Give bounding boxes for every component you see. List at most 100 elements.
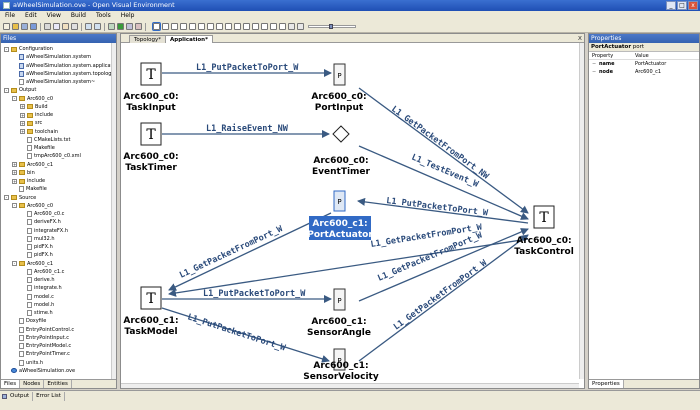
tree-item[interactable]: EntryPointTimer.c: [12, 350, 70, 358]
edge-line-e10[interactable]: [168, 238, 529, 297]
zoom-slider-thumb[interactable]: [329, 24, 333, 29]
property-row[interactable]: − name PortActuator: [589, 60, 699, 68]
tree-item[interactable]: +Build: [20, 103, 48, 111]
tree-item[interactable]: integrateFX.h: [20, 227, 68, 235]
expand-icon[interactable]: +: [12, 170, 17, 176]
redo-icon[interactable]: [94, 23, 101, 30]
collapse-icon[interactable]: -: [12, 203, 17, 209]
connection-tool-icon[interactable]: [252, 23, 259, 30]
canvas-horizontal-scrollbar[interactable]: [121, 383, 579, 388]
collapse-icon[interactable]: -: [4, 46, 9, 52]
zoom-in-icon[interactable]: [288, 23, 295, 30]
link-tool-icon[interactable]: [207, 23, 214, 30]
event-tool-icon[interactable]: [189, 23, 196, 30]
task-tool-icon[interactable]: [162, 23, 169, 30]
zoom-slider[interactable]: [308, 24, 356, 29]
node-sensor-angle[interactable]: P Arc600_c1: SensorAngle: [307, 288, 371, 338]
menu-file[interactable]: File: [5, 12, 16, 19]
tree-item[interactable]: model.h: [20, 301, 54, 309]
tab-topology[interactable]: Topology*: [129, 35, 167, 43]
port-tool-icon[interactable]: [171, 23, 178, 30]
select-tool-icon[interactable]: [152, 22, 161, 31]
tree-item[interactable]: aWheelSimulation.system~: [12, 78, 95, 86]
tree-item[interactable]: -Source: [4, 194, 36, 202]
node-task-input[interactable]: T Arc600_c0: TaskInput: [123, 62, 179, 113]
run-icon[interactable]: [117, 23, 124, 30]
resource-tool-icon[interactable]: [198, 23, 205, 30]
tree-item[interactable]: Doxyfile: [12, 317, 46, 325]
tree-item[interactable]: deriveFX.h: [20, 218, 61, 226]
canvas-vertical-scrollbar[interactable]: [579, 43, 584, 379]
tree-item[interactable]: +Arc600_c1: [12, 161, 53, 169]
edge-line-e5[interactable]: [357, 197, 529, 224]
grid-tool-icon[interactable]: [270, 23, 277, 30]
tree-item[interactable]: aWheelSimulation.system: [12, 53, 91, 61]
edge-line-e9[interactable]: [358, 234, 529, 362]
tree-item[interactable]: Arc600_c0.c: [20, 210, 64, 218]
copy-icon[interactable]: [53, 23, 60, 30]
expand-icon[interactable]: +: [20, 129, 25, 134]
edge-line-e6[interactable]: [168, 212, 332, 291]
maximize-button[interactable]: □: [677, 1, 687, 10]
property-value[interactable]: PortActuator: [635, 61, 667, 67]
collapse-icon[interactable]: -: [4, 195, 9, 200]
tree-item[interactable]: Arc600_c1.c: [20, 268, 64, 276]
tab-entities[interactable]: Entities: [44, 380, 72, 388]
tab-files[interactable]: Files: [1, 380, 21, 388]
debug-icon[interactable]: [126, 23, 133, 30]
collapse-icon[interactable]: -: [4, 87, 9, 93]
tree-item[interactable]: derive.h: [20, 276, 55, 284]
tree-item[interactable]: +include: [12, 177, 45, 185]
node-task-timer[interactable]: T Arc600_c0: TaskTimer: [123, 122, 179, 173]
edge-line-e4[interactable]: [358, 145, 529, 220]
save-all-icon[interactable]: [30, 23, 37, 30]
packet-tool-icon[interactable]: [225, 23, 232, 30]
stop-icon[interactable]: [135, 23, 142, 30]
tree-item[interactable]: aWheelSimulation.system.applicat...: [12, 62, 113, 70]
tree-item[interactable]: pidFX.h: [20, 251, 53, 259]
save-icon[interactable]: [21, 23, 28, 30]
tree-item[interactable]: EntryPointControl.c: [12, 326, 74, 334]
expand-icon[interactable]: +: [12, 162, 17, 167]
tree-item[interactable]: pidFX.h: [20, 243, 53, 251]
memory-tool-icon[interactable]: [234, 23, 241, 30]
property-value[interactable]: Arc600_c1: [635, 69, 662, 75]
paste-icon[interactable]: [62, 23, 69, 30]
menu-edit[interactable]: Edit: [25, 12, 37, 19]
tab-application[interactable]: Application*: [165, 35, 213, 43]
tab-error-list[interactable]: Error List: [33, 392, 65, 401]
tree-item[interactable]: +src: [20, 119, 42, 127]
collapse-icon[interactable]: -: [12, 96, 17, 101]
tree-item[interactable]: integrate.h: [20, 284, 62, 292]
node-task-model[interactable]: T Arc600_c1: TaskModel: [123, 286, 179, 337]
edge-line-e11[interactable]: [161, 307, 330, 363]
open-folder-icon[interactable]: [12, 23, 19, 30]
tree-item[interactable]: -Arc600_c1: [12, 260, 53, 268]
expand-icon[interactable]: +: [20, 112, 25, 118]
tree-item[interactable]: aWheelSimulation.system.topolog...: [12, 70, 113, 78]
node-port-actuator[interactable]: P Arc600_c1: PortActuator: [307, 190, 373, 240]
expand-icon[interactable]: +: [12, 178, 17, 184]
edge-line-e3[interactable]: [358, 87, 529, 214]
menu-build[interactable]: Build: [70, 12, 86, 19]
tree-item[interactable]: CMakeLists.txt: [20, 136, 70, 144]
tree-item[interactable]: mul32.h: [20, 235, 55, 243]
node-port-input[interactable]: P Arc600_c0: PortInput: [311, 63, 367, 113]
close-document-icon[interactable]: x: [577, 34, 582, 42]
diagram-canvas[interactable]: L1_PutPacketToPort_W L1_RaiseEvent_NW L1…: [121, 43, 579, 382]
tree-item[interactable]: EntryPointModel.c: [12, 342, 71, 350]
menu-view[interactable]: View: [46, 12, 61, 19]
tree-item[interactable]: aWheelSimulation.ove: [4, 367, 75, 375]
tree-item[interactable]: Makefile: [12, 185, 47, 193]
build-icon[interactable]: [108, 23, 115, 30]
node-event-timer[interactable]: Arc600_c0: EventTimer: [312, 125, 371, 177]
delete-icon[interactable]: [71, 23, 78, 30]
new-file-icon[interactable]: [3, 23, 10, 30]
tab-output[interactable]: Output: [0, 392, 34, 401]
edge-line-e7[interactable]: [358, 228, 529, 302]
tab-properties[interactable]: Properties: [589, 380, 624, 388]
tab-nodes[interactable]: Nodes: [20, 380, 45, 388]
minimize-button[interactable]: _: [666, 1, 676, 10]
fifo-tool-icon[interactable]: [243, 23, 250, 30]
